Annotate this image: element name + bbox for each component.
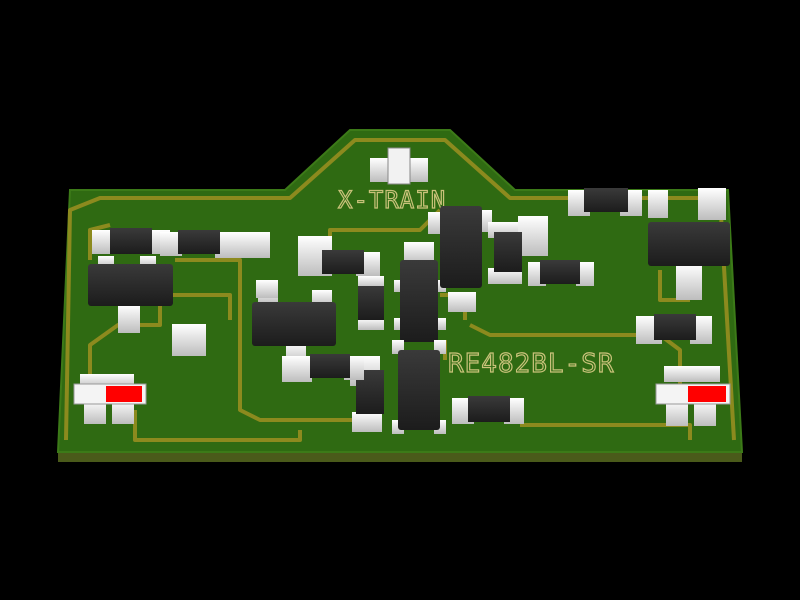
solder-pad	[698, 188, 726, 220]
board-edge	[58, 452, 742, 462]
component-body	[468, 396, 510, 422]
component-body	[400, 260, 438, 342]
solder-pad	[448, 292, 476, 312]
solder-pad	[404, 242, 434, 264]
trace-left-ground	[133, 410, 302, 442]
trace-center-upper	[170, 293, 232, 320]
component-body	[322, 250, 364, 274]
component-body	[440, 206, 482, 288]
component-center-vertical-2	[350, 356, 384, 432]
trace-center-loop	[175, 258, 360, 422]
solder-pad	[370, 158, 388, 182]
solder-pad	[576, 262, 594, 286]
components	[73, 147, 731, 434]
component-right-resistor-1	[568, 188, 642, 216]
component-right-ic	[648, 188, 730, 300]
trace-right-ground	[520, 423, 692, 440]
solder-pad	[118, 305, 140, 333]
component-body	[398, 350, 440, 430]
component-center-right-small	[488, 216, 548, 284]
component-body	[540, 260, 580, 284]
solder-pad	[282, 356, 312, 382]
component-body	[648, 222, 730, 266]
component-center-resistor-4	[452, 396, 524, 424]
solder-pad	[358, 318, 384, 330]
component-center-resistor-2	[528, 260, 594, 286]
component-body	[387, 147, 411, 185]
solder-pad	[358, 276, 384, 288]
component-left-led	[73, 374, 147, 424]
led-lens	[106, 386, 142, 402]
component-center-top-ic	[428, 206, 492, 312]
solder-pad	[112, 400, 134, 424]
component-body	[252, 302, 336, 346]
solder-pad	[518, 216, 548, 256]
component-center-vertical-1	[358, 276, 384, 330]
component-body	[358, 286, 384, 320]
component-left-ic	[88, 256, 173, 333]
component-right-resistor-2	[636, 314, 712, 344]
solder-pad	[92, 230, 114, 254]
solder-pad	[410, 158, 428, 182]
led-lens	[688, 386, 726, 402]
solder-pad	[664, 366, 720, 382]
component-body	[584, 188, 628, 212]
solder-pad	[256, 280, 278, 298]
component-body	[654, 314, 696, 340]
solder-pad	[648, 190, 668, 218]
silkscreen-label-model: RE482BL-SR	[448, 349, 615, 379]
solder-pad	[172, 324, 206, 356]
silkscreen-label-top: X-TRAIN	[338, 186, 446, 214]
component-left-resistor-2	[160, 230, 270, 258]
solder-pad	[676, 264, 702, 300]
solder-pad	[84, 400, 106, 424]
solder-pad	[352, 412, 382, 432]
component-body	[178, 230, 220, 254]
component-right-led	[655, 366, 731, 426]
solder-pad	[215, 232, 270, 258]
component-top-center	[370, 147, 428, 185]
trace-left-top	[88, 223, 111, 260]
component-body	[88, 264, 173, 306]
solder-pad	[428, 212, 442, 234]
solder-pad	[666, 400, 688, 426]
component-center-resistor-3	[282, 354, 364, 382]
solder-pad	[160, 232, 182, 256]
component-center-ic-lower	[392, 340, 446, 434]
component-body	[494, 232, 522, 272]
component-left-resistor-1	[92, 228, 170, 254]
component-center-resistor-1	[298, 236, 380, 276]
component-body	[310, 354, 350, 378]
solder-pad	[694, 400, 716, 426]
component-body	[110, 228, 152, 254]
